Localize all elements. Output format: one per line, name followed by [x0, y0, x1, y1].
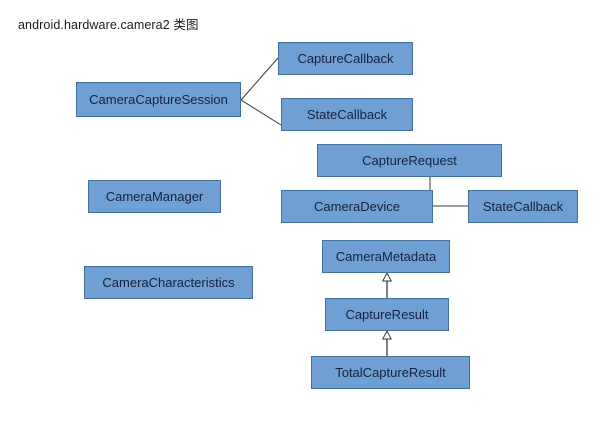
class-node-cameraMetadata[interactable]: CameraMetadata [322, 240, 450, 273]
class-node-cameraDevice[interactable]: CameraDevice [281, 190, 433, 223]
class-node-totalCaptureResult[interactable]: TotalCaptureResult [311, 356, 470, 389]
class-node-label: CaptureCallback [297, 51, 394, 66]
edge-result-metadata-arrowhead-icon [381, 271, 393, 282]
class-node-label: CameraManager [105, 189, 204, 204]
class-node-label: CameraCharacteristics [102, 275, 235, 290]
edge-total-result-arrowhead-icon [381, 329, 393, 340]
class-node-label: CameraCaptureSession [89, 92, 228, 107]
diagram-title: android.hardware.camera2 类图 [18, 18, 199, 32]
class-node-cameraCaptureSession[interactable]: CameraCaptureSession [76, 82, 241, 117]
class-node-captureResult[interactable]: CaptureResult [325, 298, 449, 331]
class-node-label: CameraDevice [314, 199, 400, 214]
class-node-stateCallbackRight[interactable]: StateCallback [468, 190, 578, 223]
class-node-captureRequest[interactable]: CaptureRequest [317, 144, 502, 177]
edge-session-stateCallback [240, 99, 282, 126]
class-node-label: StateCallback [482, 199, 564, 214]
class-node-label: CaptureResult [345, 307, 429, 322]
class-node-captureCallback[interactable]: CaptureCallback [278, 42, 413, 75]
class-node-label: TotalCaptureResult [335, 365, 446, 380]
class-node-cameraCharacteristics[interactable]: CameraCharacteristics [84, 266, 253, 299]
class-node-label: CameraMetadata [335, 249, 437, 264]
class-node-label: StateCallback [306, 107, 388, 122]
class-node-cameraManager[interactable]: CameraManager [88, 180, 221, 213]
class-node-stateCallbackTop[interactable]: StateCallback [281, 98, 413, 131]
class-node-label: CaptureRequest [362, 153, 457, 168]
edge-session-captureCallback [240, 57, 279, 101]
